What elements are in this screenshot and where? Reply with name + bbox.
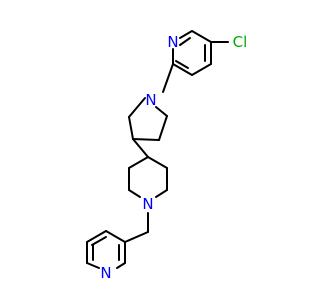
bond bbox=[162, 63, 174, 93]
pyridine-nitrogen-bottom-label: N bbox=[100, 264, 111, 282]
bond bbox=[179, 37, 191, 46]
bond bbox=[132, 138, 149, 158]
piperidine-nitrogen-label: N bbox=[142, 195, 153, 213]
bond bbox=[91, 236, 107, 246]
bond bbox=[128, 156, 149, 169]
pyrrolidine-nitrogen-label: N bbox=[145, 91, 156, 109]
bond bbox=[128, 116, 134, 140]
pyridine-nitrogen-top-label: N bbox=[167, 33, 178, 51]
bond bbox=[124, 231, 149, 243]
bond bbox=[86, 262, 100, 269]
bond bbox=[191, 30, 212, 43]
chlorine-atom-label: Cl bbox=[233, 33, 248, 51]
bond bbox=[105, 230, 126, 243]
bond bbox=[179, 30, 193, 39]
bond bbox=[147, 156, 168, 169]
bond bbox=[155, 189, 168, 198]
bond bbox=[128, 97, 146, 118]
bond bbox=[116, 262, 126, 269]
bond bbox=[158, 115, 168, 141]
bond bbox=[132, 138, 160, 141]
molecule-structure: Cl N N N N bbox=[86, 30, 248, 282]
atom-label-layer: Cl N N N N bbox=[100, 33, 247, 282]
bond bbox=[86, 230, 107, 243]
bond bbox=[172, 63, 193, 76]
bond bbox=[191, 63, 212, 76]
bond bbox=[175, 60, 189, 69]
bond bbox=[155, 106, 168, 117]
bond-layer bbox=[86, 30, 229, 269]
bond bbox=[128, 189, 141, 198]
